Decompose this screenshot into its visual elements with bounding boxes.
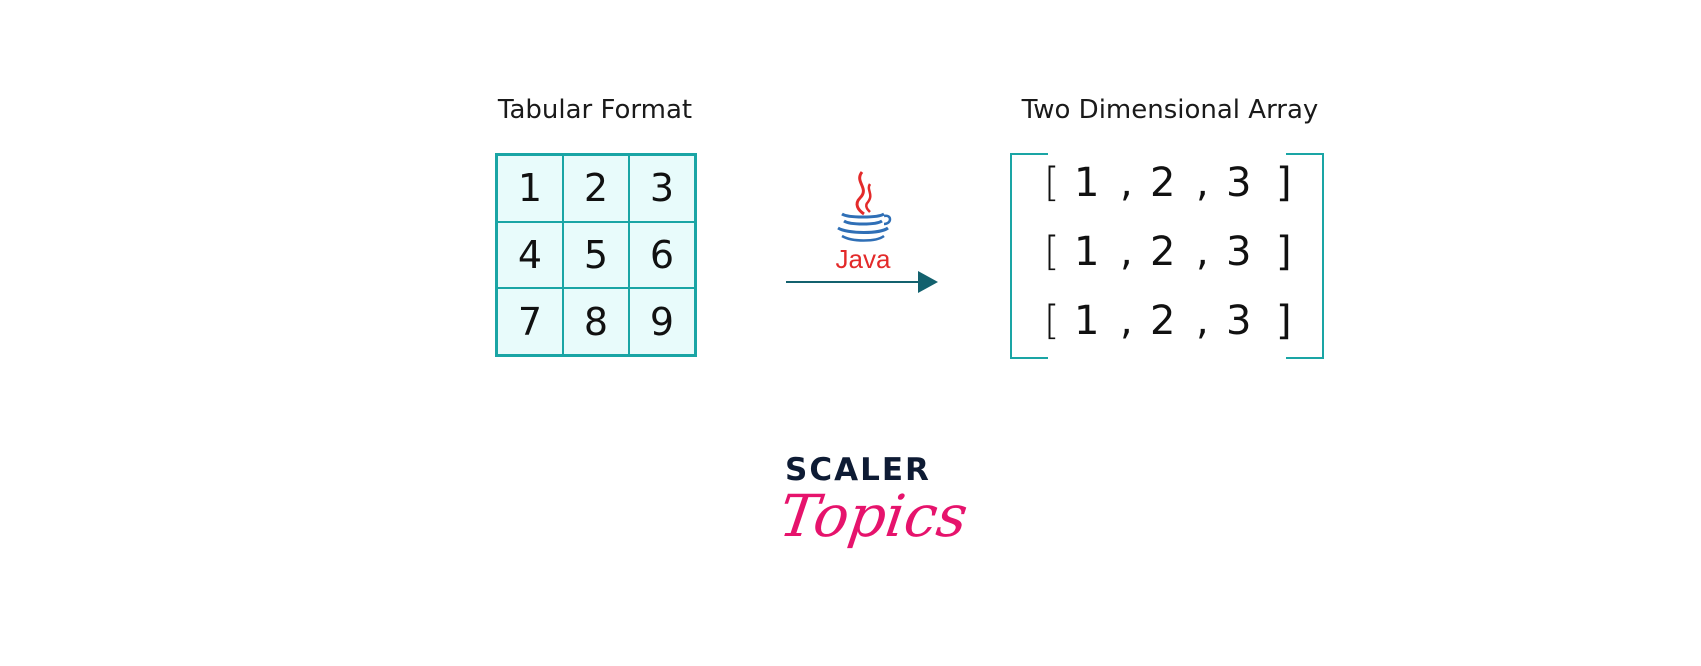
row-close-bracket: ] <box>1276 229 1292 275</box>
java-coffee-cup-icon: Java <box>836 171 892 272</box>
two-dimensional-array-title: Two Dimensional Array <box>1021 95 1319 125</box>
conversion-arrow-line <box>786 281 922 283</box>
grid-cell: 4 <box>497 221 563 289</box>
tabular-format-title: Tabular Format <box>497 95 693 125</box>
row-close-bracket: ] <box>1276 160 1292 206</box>
row-open-bracket: [ <box>1044 229 1060 275</box>
tabular-grid: 1 2 3 4 5 6 7 8 9 <box>495 153 697 357</box>
row-open-bracket: [ <box>1044 298 1060 344</box>
comma: , <box>1120 160 1133 206</box>
comma: , <box>1196 229 1209 275</box>
grid-cell: 6 <box>629 221 695 289</box>
array-value: 2 <box>1150 229 1176 275</box>
grid-cell: 3 <box>629 155 695 222</box>
array-row: [ 1 , 2 , 3 ] <box>1036 298 1296 358</box>
grid-cell: 5 <box>563 221 629 289</box>
comma: , <box>1196 298 1209 344</box>
comma: , <box>1120 229 1133 275</box>
array-value: 3 <box>1226 160 1252 206</box>
grid-cell: 8 <box>563 288 629 355</box>
array-value: 1 <box>1074 298 1100 344</box>
grid-cell: 7 <box>497 288 563 355</box>
matrix-left-bracket <box>1010 153 1048 359</box>
array-row: [ 1 , 2 , 3 ] <box>1036 160 1296 220</box>
array-value: 3 <box>1226 298 1252 344</box>
array-value: 1 <box>1074 229 1100 275</box>
array-value: 2 <box>1150 160 1176 206</box>
grid-cell: 9 <box>629 288 695 355</box>
java-logo-text: Java <box>836 244 891 272</box>
array-row: [ 1 , 2 , 3 ] <box>1036 229 1296 289</box>
scaler-logo-text: SCALER <box>785 452 931 488</box>
matrix-right-bracket <box>1286 153 1324 359</box>
grid-cell: 2 <box>563 155 629 222</box>
grid-cell: 1 <box>497 155 563 222</box>
row-open-bracket: [ <box>1044 160 1060 206</box>
row-close-bracket: ] <box>1276 298 1292 344</box>
arrow-head-icon <box>918 271 938 293</box>
comma: , <box>1196 160 1209 206</box>
array-value: 1 <box>1074 160 1100 206</box>
comma: , <box>1120 298 1133 344</box>
array-value: 3 <box>1226 229 1252 275</box>
topics-logo-text: Topics <box>775 482 972 550</box>
array-value: 2 <box>1150 298 1176 344</box>
